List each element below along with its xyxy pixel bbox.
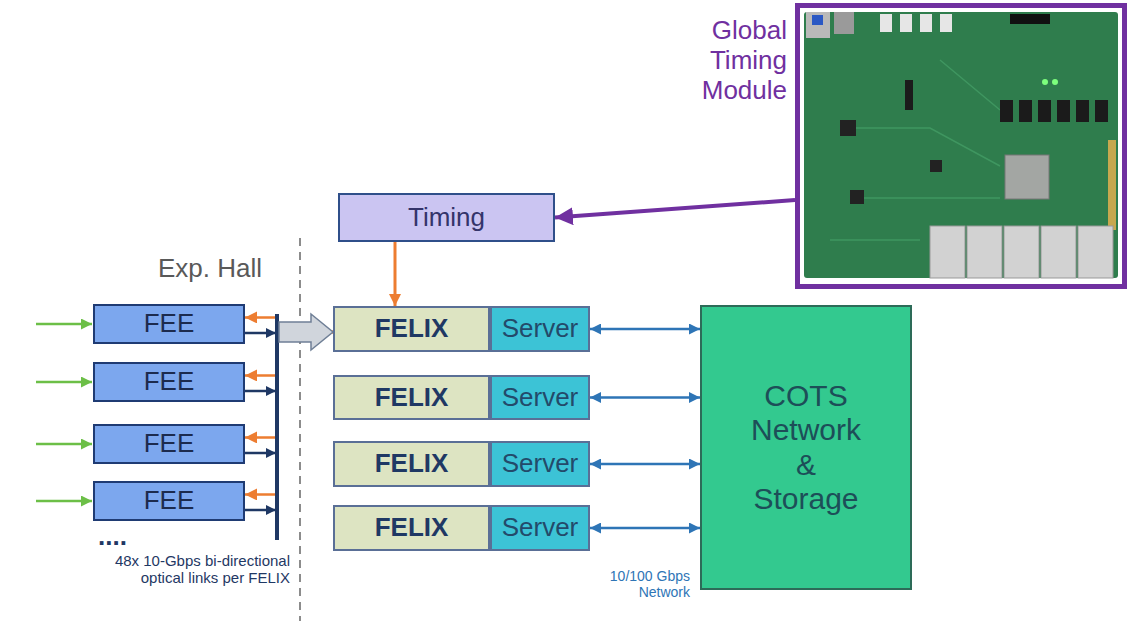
link-arrow — [245, 332, 333, 494]
felix-card: FELIX — [333, 306, 490, 352]
node-label: FELIX — [375, 383, 449, 412]
frontend-box: FEE — [93, 424, 245, 463]
input-arrow — [36, 323, 92, 326]
board-trace — [830, 60, 1000, 240]
frontend-box: FEE — [93, 481, 245, 520]
regulator — [1095, 100, 1108, 122]
node-label: Timing — [408, 203, 485, 232]
link-note: 48x 10-Gbps bi-directional optical links… — [90, 552, 290, 587]
link-arrow — [590, 527, 700, 530]
server-box: Server — [490, 505, 590, 551]
uplink-arrow — [245, 390, 276, 393]
server-box: Server — [490, 441, 590, 487]
ic-chip — [905, 80, 913, 110]
header-pins — [1010, 14, 1050, 24]
node-label: Server — [502, 513, 579, 542]
link-arrow — [590, 328, 700, 331]
link-arrow — [555, 200, 795, 218]
uplink-arrow — [245, 452, 276, 455]
input-arrow — [36, 381, 92, 384]
node-label: FEE — [144, 429, 195, 458]
connector — [812, 15, 823, 25]
server-box: Server — [490, 375, 590, 420]
link-arrow — [394, 242, 397, 306]
ic-chip — [840, 120, 856, 136]
regulator — [1019, 100, 1032, 122]
rj45-jack — [930, 226, 965, 278]
network-note: 10/100 Gbps Network — [600, 568, 690, 600]
connector — [940, 14, 952, 32]
node-label: FELIX — [375, 513, 449, 542]
led — [1052, 79, 1058, 85]
frontend-box: FEE — [93, 362, 245, 401]
block-arrow — [279, 314, 333, 350]
regulator — [1057, 100, 1070, 122]
photo-ground — [797, 5, 1125, 287]
link-arrow — [245, 332, 333, 437]
link-arrow — [590, 396, 700, 399]
felix-card: FELIX — [333, 441, 490, 487]
node-label: FEE — [144, 309, 195, 338]
network-storage-box: COTS Network & Storage — [700, 305, 912, 590]
regulator — [1076, 100, 1089, 122]
connector — [920, 14, 932, 32]
node-label: FEE — [144, 367, 195, 396]
rj45-jack — [967, 226, 1002, 278]
link-arrow — [590, 463, 700, 466]
circuit-board — [804, 12, 1118, 278]
rj45-jack — [1004, 226, 1039, 278]
node-label: Server — [502, 449, 579, 478]
edge-connector — [1108, 140, 1116, 230]
frontend-box: FEE — [93, 304, 245, 343]
node-label: FELIX — [375, 314, 449, 343]
rj45-jack — [1078, 226, 1113, 278]
node-label: Global Timing Module — [695, 16, 787, 106]
node-label: Server — [502, 314, 579, 343]
regulator — [1038, 100, 1051, 122]
uplink-arrow — [245, 332, 276, 335]
felix-card: FELIX — [333, 375, 490, 420]
ic-chip — [850, 190, 864, 204]
hall-boundary — [299, 238, 301, 621]
timing-box: Timing — [338, 193, 555, 242]
input-arrow — [36, 443, 92, 446]
regulator — [1000, 100, 1013, 122]
connector — [834, 12, 854, 34]
connector — [880, 14, 892, 32]
timing-module-frame: Global Timing Module — [795, 3, 1127, 289]
link-bus — [275, 314, 279, 540]
ic-chip — [930, 160, 942, 172]
led — [1042, 79, 1048, 85]
rj45-jack — [1041, 226, 1076, 278]
connector — [806, 12, 830, 38]
ellipsis: .... — [98, 522, 127, 552]
node-label: FEE — [144, 486, 195, 515]
node-label: COTS Network & Storage — [746, 379, 866, 517]
area-label: Exp. Hall — [158, 254, 262, 284]
connector — [900, 14, 912, 32]
node-label: FELIX — [375, 449, 449, 478]
fpga-chip — [1005, 155, 1049, 199]
server-box: Server — [490, 306, 590, 352]
input-arrow — [36, 500, 92, 503]
node-label: Server — [502, 383, 579, 412]
uplink-arrow — [245, 509, 276, 512]
board-photo — [797, 5, 1125, 287]
felix-card: FELIX — [333, 505, 490, 551]
